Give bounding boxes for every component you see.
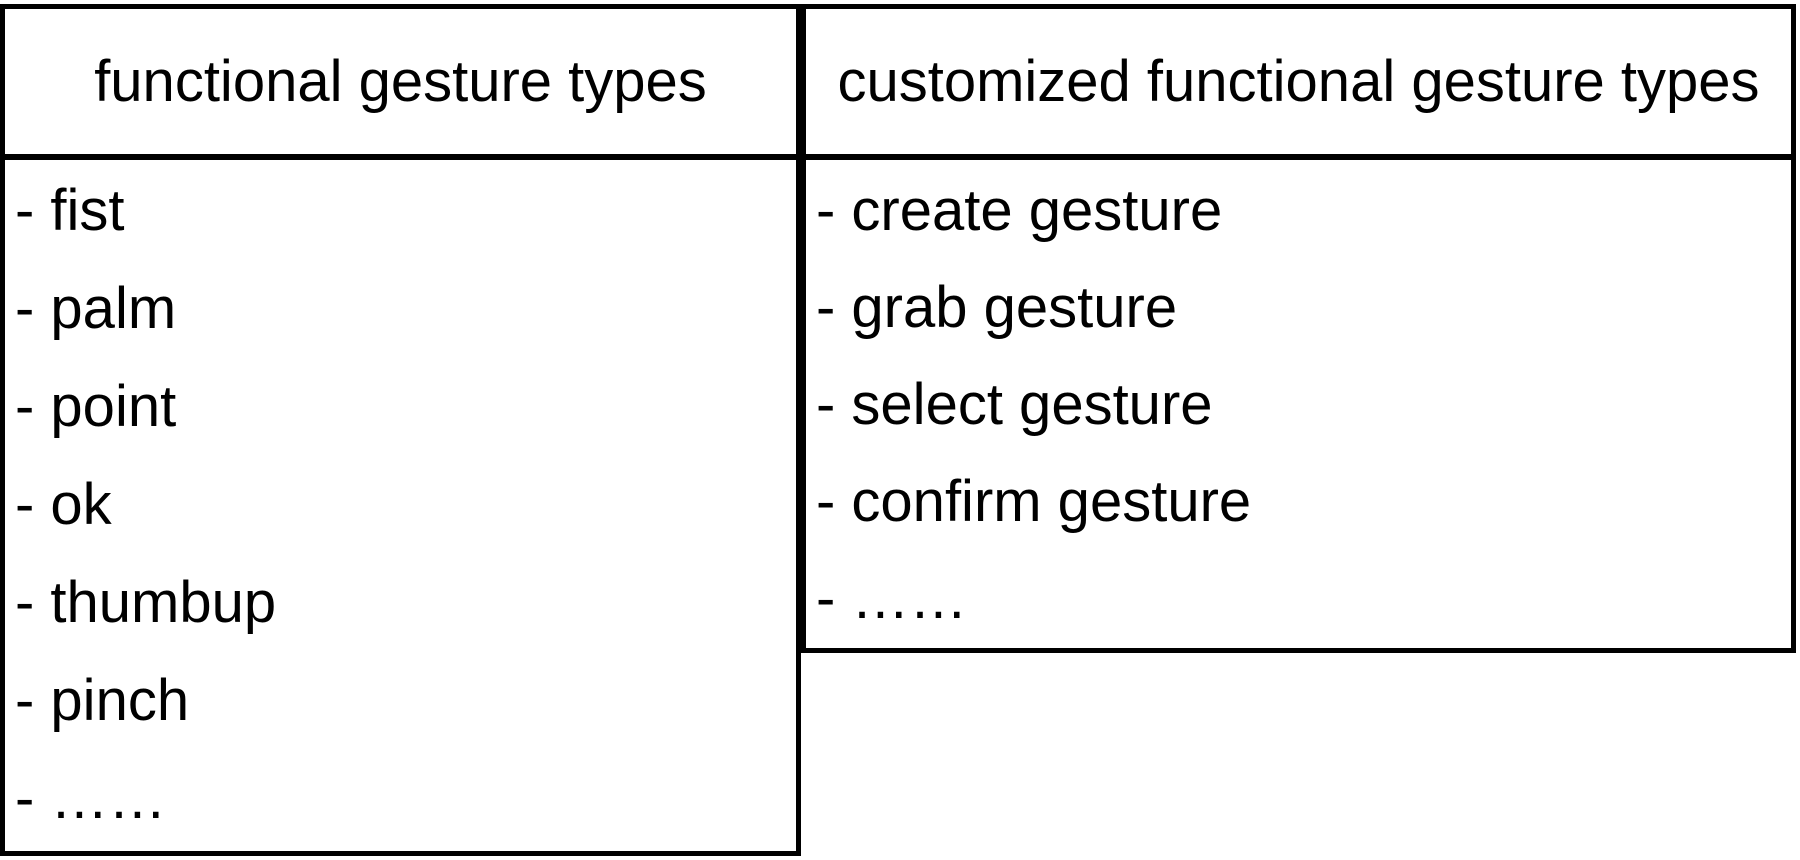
functional-gesture-types-header: functional gesture types — [5, 9, 796, 160]
customized-functional-gesture-types-header-label: customized functional gesture types — [837, 48, 1760, 114]
list-item-thumbup: - thumbup — [15, 570, 277, 635]
list-item-palm: - palm — [15, 276, 177, 341]
list-item-pinch: - pinch — [15, 668, 190, 733]
list-item-grab-gesture: - grab gesture — [816, 274, 1178, 340]
customized-functional-gesture-types-header: customized functional gesture types — [806, 9, 1791, 160]
list-item-ellipsis: - …… — [816, 565, 968, 631]
list-item-fist: - fist — [15, 178, 125, 243]
list-item-ellipsis: - …… — [15, 766, 167, 831]
functional-gesture-types-list: - fist - palm - point - ok - thumbup - p… — [5, 160, 796, 848]
functional-gesture-types-header-label: functional gesture types — [94, 48, 707, 114]
functional-gesture-types-table: functional gesture types - fist - palm -… — [0, 4, 801, 856]
customized-functional-gesture-types-list: - create gesture - grab gesture - select… — [806, 160, 1791, 647]
list-item-confirm-gesture: - confirm gesture — [816, 468, 1252, 534]
list-item-point: - point — [15, 374, 177, 439]
list-item-select-gesture: - select gesture — [816, 371, 1213, 437]
list-item-ok: - ok — [15, 472, 112, 537]
list-item-create-gesture: - create gesture — [816, 177, 1223, 243]
customized-functional-gesture-types-table: customized functional gesture types - cr… — [801, 4, 1796, 653]
